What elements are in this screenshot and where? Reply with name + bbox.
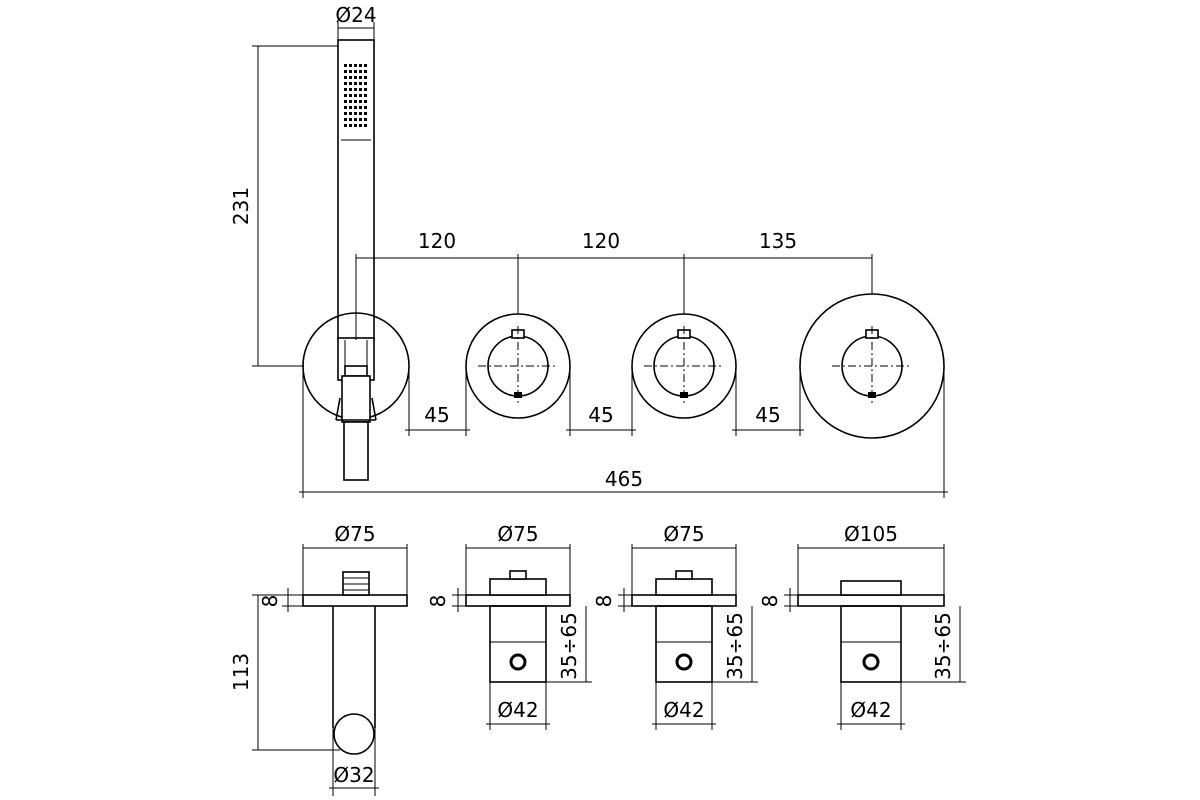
dim-label-plate-3-diameter: Ø75	[663, 522, 704, 546]
shower-nozzle	[364, 118, 367, 121]
shower-nozzle	[354, 106, 357, 109]
shower-nozzle	[354, 112, 357, 115]
dim-label-plate-thickness-3: 8	[592, 595, 616, 608]
shower-nozzle	[354, 118, 357, 121]
dim-label-plate-thickness-1: 8	[258, 595, 282, 608]
dim-label-plate-4-diameter: Ø105	[844, 522, 898, 546]
dim-label-hand-shower-height: 231	[229, 187, 253, 225]
shower-nozzle	[349, 118, 352, 121]
shower-nozzle	[344, 82, 347, 85]
shower-nozzle	[359, 64, 362, 67]
shower-nozzle	[344, 106, 347, 109]
dim-label-spacing-1: 120	[418, 229, 456, 253]
shower-nozzle	[359, 100, 362, 103]
dim-label-plate-thickness-2: 8	[426, 595, 450, 608]
shower-nozzle	[344, 118, 347, 121]
shower-nozzle	[354, 124, 357, 127]
shower-nozzle-grid	[344, 64, 367, 127]
shower-nozzle	[364, 70, 367, 73]
dim-label-total-width: 465	[605, 467, 643, 491]
shower-nozzle	[364, 82, 367, 85]
shower-nozzle	[349, 88, 352, 91]
shower-nozzle	[354, 100, 357, 103]
shower-nozzle	[359, 82, 362, 85]
shower-nozzle	[344, 70, 347, 73]
dim-label-plate-thickness-4: 8	[758, 595, 782, 608]
shower-nozzle	[349, 100, 352, 103]
shower-nozzle	[344, 124, 347, 127]
shower-nozzle	[364, 106, 367, 109]
shower-nozzle	[349, 124, 352, 127]
dim-gaps: 45 45 45	[405, 366, 804, 436]
dim-label-plate-2-diameter: Ø75	[497, 522, 538, 546]
shower-nozzle	[349, 112, 352, 115]
shower-nozzle	[359, 106, 362, 109]
dim-label-body-diameter-4: Ø42	[850, 698, 891, 722]
shower-nozzle	[359, 124, 362, 127]
shower-nozzle	[354, 88, 357, 91]
side-view-outlet: Ø75 8 113 Ø32	[229, 522, 408, 796]
shower-nozzle	[354, 76, 357, 79]
shower-nozzle	[349, 82, 352, 85]
shower-nozzle	[344, 94, 347, 97]
dim-label-body-diameter-2: Ø42	[497, 698, 538, 722]
shower-nozzle	[354, 64, 357, 67]
shower-nozzle	[359, 118, 362, 121]
front-view: Ø24 231 120 120 135 45	[229, 3, 948, 498]
dim-label-gap-3: 45	[755, 403, 780, 427]
mixer-knob-1	[465, 313, 571, 419]
shower-nozzle	[359, 76, 362, 79]
dim-total-width: 465	[299, 366, 948, 498]
shower-nozzle	[359, 70, 362, 73]
dim-hand-shower-height: 231	[229, 45, 338, 367]
shower-nozzle	[364, 100, 367, 103]
shower-nozzle	[354, 82, 357, 85]
dim-label-gap-1: 45	[424, 403, 449, 427]
dim-hand-shower-diameter: Ø24	[335, 3, 377, 40]
shower-nozzle	[344, 112, 347, 115]
dim-label-install-depth-4: 35÷65	[931, 612, 955, 680]
side-view-mixer-3: Ø105 8 35÷65 Ø42	[758, 522, 966, 730]
side-view-mixer-1: Ø75 8 35÷65 Ø42	[426, 522, 592, 730]
shower-nozzle	[364, 112, 367, 115]
shower-nozzle	[349, 64, 352, 67]
shower-nozzle	[364, 88, 367, 91]
shower-nozzle	[364, 124, 367, 127]
shower-nozzle	[344, 64, 347, 67]
shower-nozzle	[349, 70, 352, 73]
dim-spacings: 120 120 135	[355, 229, 873, 340]
mixer-knob-2	[631, 313, 737, 419]
shower-nozzle	[344, 100, 347, 103]
shower-nozzle	[364, 64, 367, 67]
dim-label-spacing-2: 120	[582, 229, 620, 253]
shower-nozzle	[344, 76, 347, 79]
shower-nozzle	[364, 76, 367, 79]
side-view-mixer-2: Ø75 8 35÷65 Ø42	[592, 522, 758, 730]
hand-shower-holder	[302, 312, 410, 481]
shower-nozzle	[354, 70, 357, 73]
dim-label-outlet-diameter: Ø32	[333, 763, 374, 787]
dim-label-outlet-depth: 113	[229, 653, 253, 691]
dim-label-gap-2: 45	[588, 403, 613, 427]
shower-nozzle	[349, 76, 352, 79]
shower-nozzle	[359, 112, 362, 115]
shower-nozzle	[349, 94, 352, 97]
shower-nozzle	[354, 94, 357, 97]
shower-nozzle	[359, 88, 362, 91]
dim-label-spacing-3: 135	[759, 229, 797, 253]
shower-nozzle	[349, 106, 352, 109]
shower-nozzle	[359, 94, 362, 97]
shower-nozzle	[364, 94, 367, 97]
mixer-knob-3	[799, 293, 945, 439]
dim-label-plate-1-diameter: Ø75	[334, 522, 375, 546]
dim-label-hand-shower-diameter: Ø24	[335, 3, 376, 27]
dim-label-install-depth-2: 35÷65	[557, 612, 581, 680]
dim-label-body-diameter-3: Ø42	[663, 698, 704, 722]
shower-nozzle	[344, 88, 347, 91]
dim-label-install-depth-3: 35÷65	[723, 612, 747, 680]
